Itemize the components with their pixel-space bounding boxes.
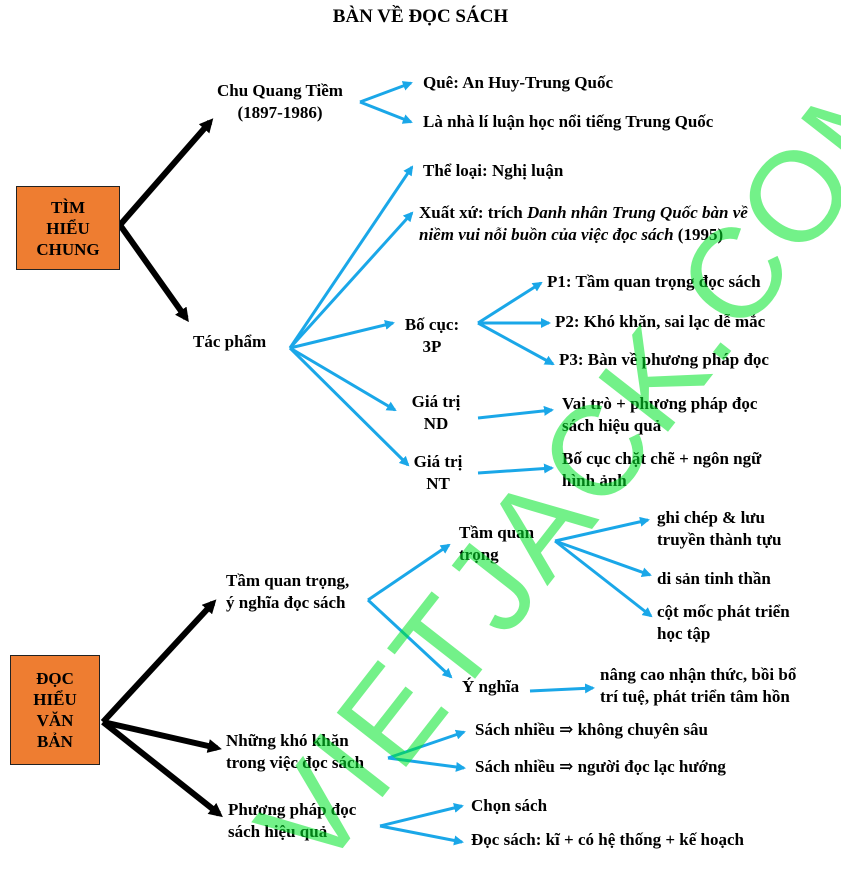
origin-title-part2: niềm vui nỗi buồn của việc đọc sách xyxy=(419,225,674,244)
methods-line: sách hiệu quả xyxy=(228,822,328,841)
importance-node: Tầm quan trọng, ý nghĩa đọc sách xyxy=(226,570,349,614)
work-genre: Thể loại: Nghị luận xyxy=(423,161,564,180)
importance-line: Tầm quan trọng, xyxy=(226,571,350,590)
art-value-line: Bố cục chặt chẽ + ngôn ngữ xyxy=(562,449,762,468)
meaning-line: trí tuệ, phát triển tâm hồn xyxy=(600,687,790,706)
arrow-to-difficulties xyxy=(102,719,222,753)
difficulty-1: Sách nhiều ⇒ không chuyên sâu xyxy=(475,720,708,739)
meaning-node: Ý nghĩa xyxy=(462,677,520,696)
art-value-node: Giá trị NT xyxy=(402,451,474,495)
origin-prefix: Xuất xứ: trích xyxy=(419,203,527,222)
layout-count: 3P xyxy=(422,337,442,356)
section-box-tim-hieu-chung: TÌM HIỂU CHUNG xyxy=(16,186,120,270)
art-value-text: Bố cục chặt chẽ + ngôn ngữ hình ảnh xyxy=(562,448,761,492)
arrow-to-methods xyxy=(101,719,223,818)
sub-importance-line: trọng xyxy=(459,545,499,564)
content-value-abbr: ND xyxy=(423,414,449,433)
box-line: CHUNG xyxy=(36,239,100,259)
origin-title-part1: Danh nhân Trung Quốc bàn về xyxy=(526,203,748,222)
meaning-text: nâng cao nhận thức, bồi bổ trí tuệ, phát… xyxy=(600,664,796,708)
page-title: BÀN VỀ ĐỌC SÁCH xyxy=(332,6,509,27)
content-value-label: Giá trị xyxy=(411,392,461,411)
art-value-abbr: NT xyxy=(426,474,450,493)
content-value-line: Vai trò + phương pháp đọc xyxy=(562,394,758,413)
mindmap-connectors xyxy=(100,81,653,846)
content-value-node: Giá trị ND xyxy=(400,391,472,435)
importance-item-1: ghi chép & lưu truyền thành tựu xyxy=(657,507,782,551)
layout-node: Bố cục: 3P xyxy=(396,314,468,358)
box-line: ĐỌC xyxy=(36,669,74,688)
author-years: (1897-1986) xyxy=(237,103,323,122)
content-value-text: Vai trò + phương pháp đọc sách hiệu quả xyxy=(562,393,757,437)
box-line: VĂN xyxy=(36,711,74,730)
work-origin: Xuất xứ: trích Danh nhân Trung Quốc bàn … xyxy=(419,202,748,246)
author-hometown: Quê: An Huy-Trung Quốc xyxy=(423,73,614,92)
section-box-doc-hieu-van-ban: ĐỌC HIỂU VĂN BẢN xyxy=(10,655,100,765)
sub-importance-line: Tầm quan xyxy=(459,523,535,542)
layout-part-1: P1: Tầm quan trọng đọc sách xyxy=(547,272,761,291)
item-line: học tập xyxy=(657,624,711,643)
difficulties-line: Những khó khăn xyxy=(226,731,349,750)
arrow-to-author xyxy=(117,118,214,227)
methods-node: Phương pháp đọc sách hiệu quả xyxy=(228,799,356,843)
difficulty-2: Sách nhiều ⇒ người đọc lạc hướng xyxy=(475,757,726,776)
item-line: ghi chép & lưu xyxy=(657,508,765,527)
arrow-to-work xyxy=(117,223,189,323)
item-line: cột mốc phát triển xyxy=(657,602,790,621)
work-node: Tác phẩm xyxy=(193,332,267,351)
item-line: truyền thành tựu xyxy=(657,530,782,549)
art-value-line: hình ảnh xyxy=(562,471,627,490)
art-value-label: Giá trị xyxy=(413,452,463,471)
author-name: Chu Quang Tiềm xyxy=(217,81,343,100)
origin-year: (1995) xyxy=(673,225,724,244)
meaning-line: nâng cao nhận thức, bồi bổ xyxy=(600,665,797,684)
black-arrows xyxy=(100,118,223,818)
importance-line: ý nghĩa đọc sách xyxy=(226,593,346,612)
content-value-line: sách hiệu quả xyxy=(562,416,662,435)
blue-arrows xyxy=(288,81,653,846)
arrow-to-importance xyxy=(100,599,217,725)
layout-label: Bố cục: xyxy=(404,315,460,334)
importance-item-3: cột mốc phát triển học tập xyxy=(657,601,790,645)
sub-importance-node: Tầm quan trọng xyxy=(459,522,534,566)
difficulties-line: trong việc đọc sách xyxy=(226,753,365,772)
box-line: BẢN xyxy=(37,732,73,751)
method-1: Chọn sách xyxy=(471,796,548,815)
layout-part-2: P2: Khó khăn, sai lạc dễ mắc xyxy=(555,312,766,331)
method-2: Đọc sách: kĩ + có hệ thống + kế hoạch xyxy=(471,830,744,849)
box-line: HIỂU xyxy=(46,218,90,238)
author-node: Chu Quang Tiềm (1897-1986) xyxy=(205,80,355,124)
box-line: TÌM xyxy=(51,197,85,217)
methods-line: Phương pháp đọc xyxy=(228,800,357,819)
difficulties-node: Những khó khăn trong việc đọc sách xyxy=(226,730,364,774)
box-line: HIỂU xyxy=(33,690,77,709)
layout-part-3: P3: Bàn về phương pháp đọc xyxy=(559,350,769,369)
importance-item-2: di sản tinh thần xyxy=(657,569,771,588)
author-role: Là nhà lí luận học nổi tiếng Trung Quốc xyxy=(423,112,714,131)
